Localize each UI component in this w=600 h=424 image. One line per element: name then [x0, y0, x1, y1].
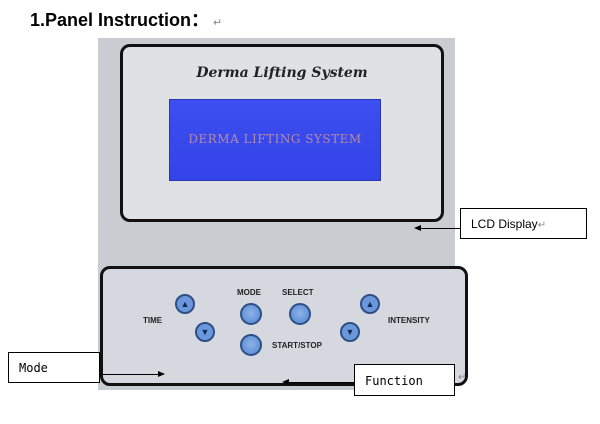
- lcd-text: DERMA LIFTING SYSTEM: [188, 132, 362, 146]
- return-mark: ↵: [213, 17, 223, 29]
- page-title: 1.Panel Instruction：↵: [30, 6, 222, 32]
- heading-text: 1.Panel Instruction：: [30, 10, 210, 30]
- time-label: TIME: [143, 316, 163, 325]
- mode-pointer-arrowhead: [158, 371, 165, 377]
- function-pointer-line: [288, 382, 354, 383]
- function-callout: Function: [354, 364, 455, 396]
- lcd-display-label: LCD Display: [471, 217, 538, 231]
- time-down-button[interactable]: ▼: [195, 322, 215, 342]
- select-label: SELECT: [282, 288, 314, 297]
- mode-pointer-line: [100, 374, 160, 375]
- lcd-screen: DERMA LIFTING SYSTEM: [169, 99, 381, 181]
- mode-button[interactable]: [240, 303, 262, 325]
- return-mark: ↵: [537, 220, 547, 231]
- return-mark: ↵: [458, 372, 467, 383]
- start-stop-label: START/STOP: [272, 341, 322, 350]
- time-up-button[interactable]: ▲: [175, 294, 195, 314]
- lcd-pointer-line: [418, 228, 460, 229]
- intensity-down-button[interactable]: ▼: [340, 322, 360, 342]
- select-button[interactable]: [289, 303, 311, 325]
- intensity-up-button[interactable]: ▲: [360, 294, 380, 314]
- function-pointer-arrowhead: [282, 379, 289, 385]
- control-panel: TIME ▲ ▼ MODE SELECT START/STOP ▲ ▼ INTE…: [100, 266, 468, 386]
- lcd-display-callout: LCD Display↵: [460, 208, 587, 239]
- brand-label: Derma Lifting System: [196, 65, 368, 81]
- mode-callout: Mode: [8, 352, 100, 383]
- intensity-label: INTENSITY: [388, 316, 430, 325]
- start-stop-button[interactable]: [240, 334, 262, 356]
- display-panel: Derma Lifting System DERMA LIFTING SYSTE…: [120, 44, 444, 222]
- mode-label: MODE: [237, 288, 261, 297]
- lcd-pointer-arrowhead: [414, 225, 421, 231]
